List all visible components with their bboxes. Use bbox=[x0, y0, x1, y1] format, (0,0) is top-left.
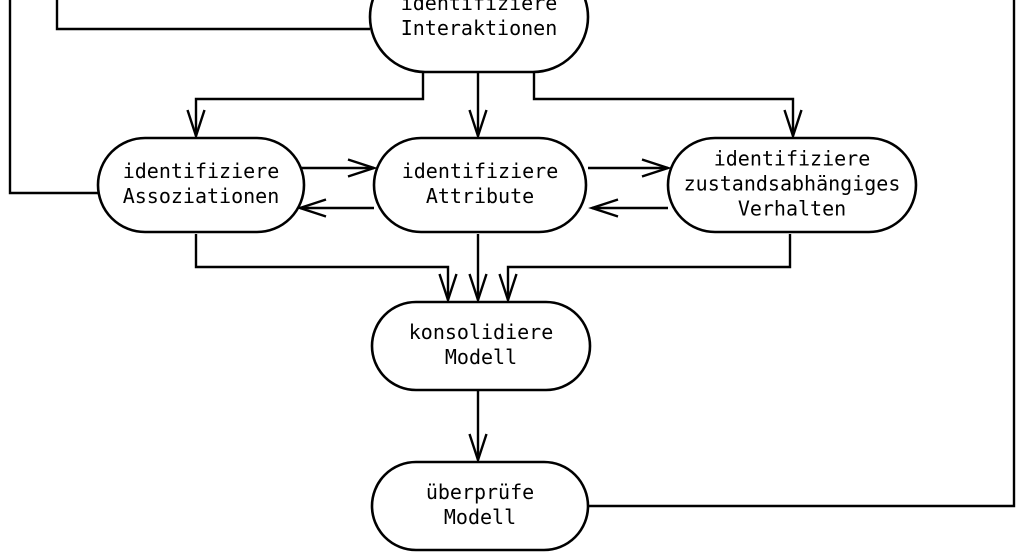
node-label-verhalten-line-3: Verhalten bbox=[738, 197, 846, 221]
node-label-interaktionen-line-1: identifiziere bbox=[401, 0, 558, 15]
node-label-interaktionen-line-2: Interaktionen bbox=[401, 16, 558, 40]
edge-assoziationen-to-attribute bbox=[296, 158, 378, 178]
edge-attribute-to-verhalten bbox=[588, 158, 672, 178]
node-shape-konsolidiere[interactable] bbox=[370, 300, 592, 392]
node-label-verhalten-line-1: identifiziere bbox=[714, 147, 871, 171]
edge-assoziationen-feedback-left bbox=[8, 0, 98, 195]
node-shape-interaktionen[interactable] bbox=[368, 0, 590, 74]
node-label-ueberpruefe-line-1: überprüfe bbox=[426, 480, 534, 504]
edge-ueberpruefe-feedback-right bbox=[588, 0, 1016, 508]
edge-verhalten-to-konsolidiere bbox=[498, 234, 792, 304]
node-label-attribute-line-1: identifiziere bbox=[402, 159, 559, 183]
arrowhead bbox=[468, 273, 488, 304]
node-label-verhalten-line-2: zustandsabhängiges bbox=[684, 172, 901, 196]
node-shape-ueberpruefe[interactable] bbox=[370, 460, 590, 552]
node-label-konsolidiere-line-1: konsolidiere bbox=[409, 320, 554, 344]
edge-assoziationen-to-konsolidiere bbox=[194, 234, 458, 304]
node-label-assoziationen-line-1: identifiziere bbox=[123, 159, 280, 183]
arrowhead bbox=[498, 273, 518, 304]
node-label-konsolidiere-line-2: Modell bbox=[445, 345, 517, 369]
arrowhead bbox=[347, 158, 378, 178]
arrowhead bbox=[296, 198, 327, 218]
arrowhead bbox=[468, 109, 488, 140]
edge-attribute-to-konsolidiere bbox=[468, 234, 488, 304]
node-shape-attribute[interactable] bbox=[372, 136, 588, 234]
edge-verhalten-to-attribute bbox=[588, 198, 668, 218]
edges-layer bbox=[8, 0, 1016, 508]
node-shape-verhalten[interactable] bbox=[666, 136, 918, 234]
node-label-ueberpruefe-line-2: Modell bbox=[444, 505, 516, 529]
edge-konsolidiere-to-ueberpruefe bbox=[468, 390, 488, 464]
edge-attribute-to-assoziationen bbox=[296, 198, 374, 218]
node-label-attribute-line-2: Attribute bbox=[426, 184, 534, 208]
arrowhead bbox=[438, 273, 458, 304]
arrowhead bbox=[641, 158, 672, 178]
edge-interaktionen-to-verhalten bbox=[532, 72, 803, 140]
edge-interaktionen-to-assoziationen bbox=[186, 72, 425, 140]
arrowhead bbox=[186, 109, 206, 140]
edge-interaktionen-to-attribute bbox=[468, 72, 488, 140]
node-shape-assoziationen[interactable] bbox=[96, 136, 306, 234]
node-label-assoziationen-line-2: Assoziationen bbox=[123, 184, 280, 208]
arrowhead bbox=[468, 433, 488, 464]
arrowhead bbox=[783, 109, 803, 140]
nodes-layer: identifiziereInteraktionenidentifiziereA… bbox=[96, 0, 918, 552]
edge-feedback-into-interaktionen bbox=[55, 0, 370, 31]
arrowhead bbox=[588, 198, 619, 218]
